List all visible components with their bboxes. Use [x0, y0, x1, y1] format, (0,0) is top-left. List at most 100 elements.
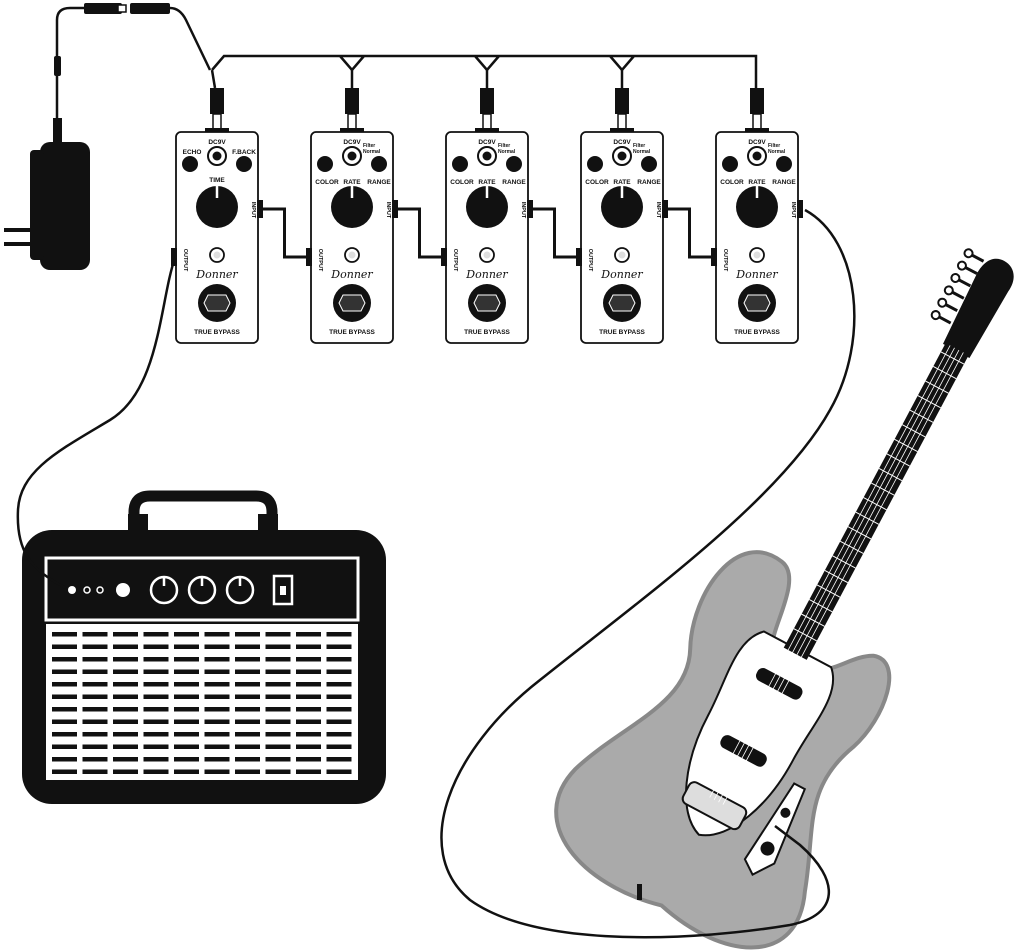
guitar-tuner — [943, 285, 954, 296]
output-label: OUTPUT — [587, 249, 593, 272]
mini-knob-left — [722, 156, 738, 172]
input-label: INPUT — [655, 202, 661, 219]
dc-label: DC9V — [748, 139, 766, 146]
guitar-pickup — [756, 667, 803, 700]
switch-label-normal: Normal — [363, 149, 381, 155]
switch-label-normal: Normal — [498, 149, 516, 155]
power-cable — [55, 6, 84, 118]
patch-cable — [533, 207, 576, 259]
dc-plug — [615, 88, 629, 114]
dc-label: DC9V — [478, 139, 496, 146]
guitar-amplifier-icon — [22, 490, 386, 804]
brand-logo: Donner — [735, 268, 778, 281]
guitar-tuner — [930, 310, 941, 321]
output-label: OUTPUT — [182, 249, 188, 272]
dc-label: DC9V — [343, 139, 361, 146]
knob-label-right: RANGE — [637, 179, 661, 186]
knob-label-left: COLOR — [315, 179, 339, 186]
input-jack — [797, 200, 803, 218]
daisy-chain-lead — [169, 6, 212, 71]
mini-knob-right — [371, 156, 387, 172]
brand-logo: Donner — [465, 268, 508, 281]
mini-knob-left — [317, 156, 333, 172]
guitar-output-jack — [760, 841, 775, 856]
mini-knob-right — [776, 156, 792, 172]
pedal-body — [445, 131, 529, 344]
footer-label: TRUE BYPASS — [599, 329, 645, 336]
patch-cable — [398, 207, 441, 259]
pedal-body — [175, 131, 259, 344]
knob-label-right: F.BACK — [232, 149, 256, 156]
power-plug-connector — [84, 3, 170, 14]
output-label: OUTPUT — [452, 249, 458, 272]
dc-label: DC9V — [613, 139, 631, 146]
guitar-pickup — [720, 735, 767, 767]
main-knob — [196, 186, 238, 228]
input-jack — [392, 200, 398, 218]
guitar-tuner — [963, 248, 974, 259]
mini-knob-right — [506, 156, 522, 172]
knob-label-left: COLOR — [720, 179, 744, 186]
main-knob — [466, 186, 508, 228]
pedal-body — [715, 131, 799, 344]
knob-label-left: COLOR — [450, 179, 474, 186]
knob-label-right: RANGE — [772, 179, 796, 186]
amp-cable — [16, 257, 177, 590]
dc-plug — [750, 88, 764, 114]
main-knob — [601, 186, 643, 228]
brand-logo: Donner — [330, 268, 373, 281]
knob-label-center: RATE — [343, 179, 361, 186]
dc-plug — [345, 88, 359, 114]
guitar-tuner — [937, 297, 948, 308]
amp-indicator-light — [116, 583, 130, 597]
output-jack — [306, 248, 312, 266]
knob-label-center: RATE — [478, 179, 496, 186]
switch-label-normal: Normal — [633, 149, 651, 155]
amp-speaker-grille — [52, 632, 352, 774]
switch-label-normal: Normal — [768, 149, 786, 155]
daisy-chain-cable — [210, 54, 758, 89]
power-adapter-icon — [4, 56, 90, 270]
output-jack — [171, 248, 177, 266]
input-jack — [527, 200, 533, 218]
mini-knob-left — [587, 156, 603, 172]
knob-label-center: RATE — [613, 179, 631, 186]
output-label: OUTPUT — [317, 249, 323, 272]
switch-label-filter: Filter — [633, 143, 645, 149]
main-knob — [331, 186, 373, 228]
amp-power-switch — [272, 574, 294, 606]
input-label: INPUT — [790, 202, 796, 219]
footer-label: TRUE BYPASS — [464, 329, 510, 336]
pedal-body — [580, 131, 664, 344]
output-label: OUTPUT — [722, 249, 728, 272]
input-jack — [662, 200, 668, 218]
knob-label-left: COLOR — [585, 179, 609, 186]
guitar-tuner — [956, 260, 967, 271]
knob-label-right: RANGE — [367, 179, 391, 186]
guitar-headstock — [942, 258, 1014, 358]
input-label: INPUT — [520, 202, 526, 219]
output-jack — [441, 248, 447, 266]
input-label: INPUT — [385, 202, 391, 219]
patch-cable — [263, 207, 306, 259]
guitar-bridge — [681, 781, 748, 831]
mini-knob-right — [236, 156, 252, 172]
amp-input-jack — [68, 586, 76, 594]
output-jack — [711, 248, 717, 266]
patch-cable — [668, 207, 711, 259]
guitar-cable — [440, 208, 856, 939]
mini-knob-left — [182, 156, 198, 172]
switch-label-filter: Filter — [363, 143, 375, 149]
footer-label: TRUE BYPASS — [329, 329, 375, 336]
output-jack — [576, 248, 582, 266]
switch-label-filter: Filter — [498, 143, 510, 149]
footer-label: TRUE BYPASS — [734, 329, 780, 336]
footer-label: TRUE BYPASS — [194, 329, 240, 336]
brand-logo: Donner — [600, 268, 643, 281]
